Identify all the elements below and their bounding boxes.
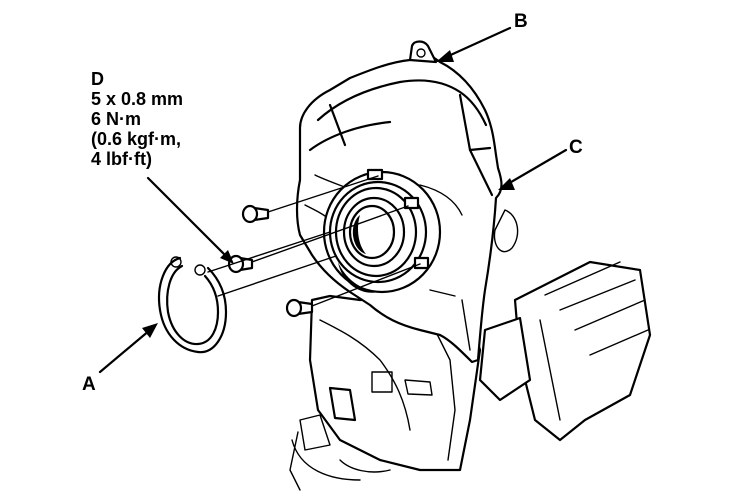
leader-d [146,176,234,264]
assembly-lines [207,175,421,307]
drive-shaft-housing [478,209,652,442]
bolt-size: 5 x 0.8 mm [91,89,184,109]
mounting-bolt-middle [227,254,254,274]
callout-d: D [91,69,104,89]
mounting-bolt-bottom [285,298,314,318]
callout-c: C [569,137,583,158]
leader-b [436,26,512,62]
callout-b: B [514,11,528,32]
bolt-torque-lbf: 4 lbf·ft) [91,149,152,169]
bolt-torque-nm: 6 N·m [91,109,142,129]
bolt-torque-kgf: (0.6 kgf·m, [91,129,182,149]
mounting-bolt-top [241,204,270,224]
hub-bearing [322,168,442,294]
callout-a: A [82,374,96,395]
bolt-spec-label: D 5 x 0.8 mm 6 N·m (0.6 kgf·m, 4 lbf·ft) [91,69,183,169]
leader-c [498,148,568,190]
steering-knuckle [289,294,482,491]
snap-ring [158,256,228,354]
leader-a [98,323,158,374]
